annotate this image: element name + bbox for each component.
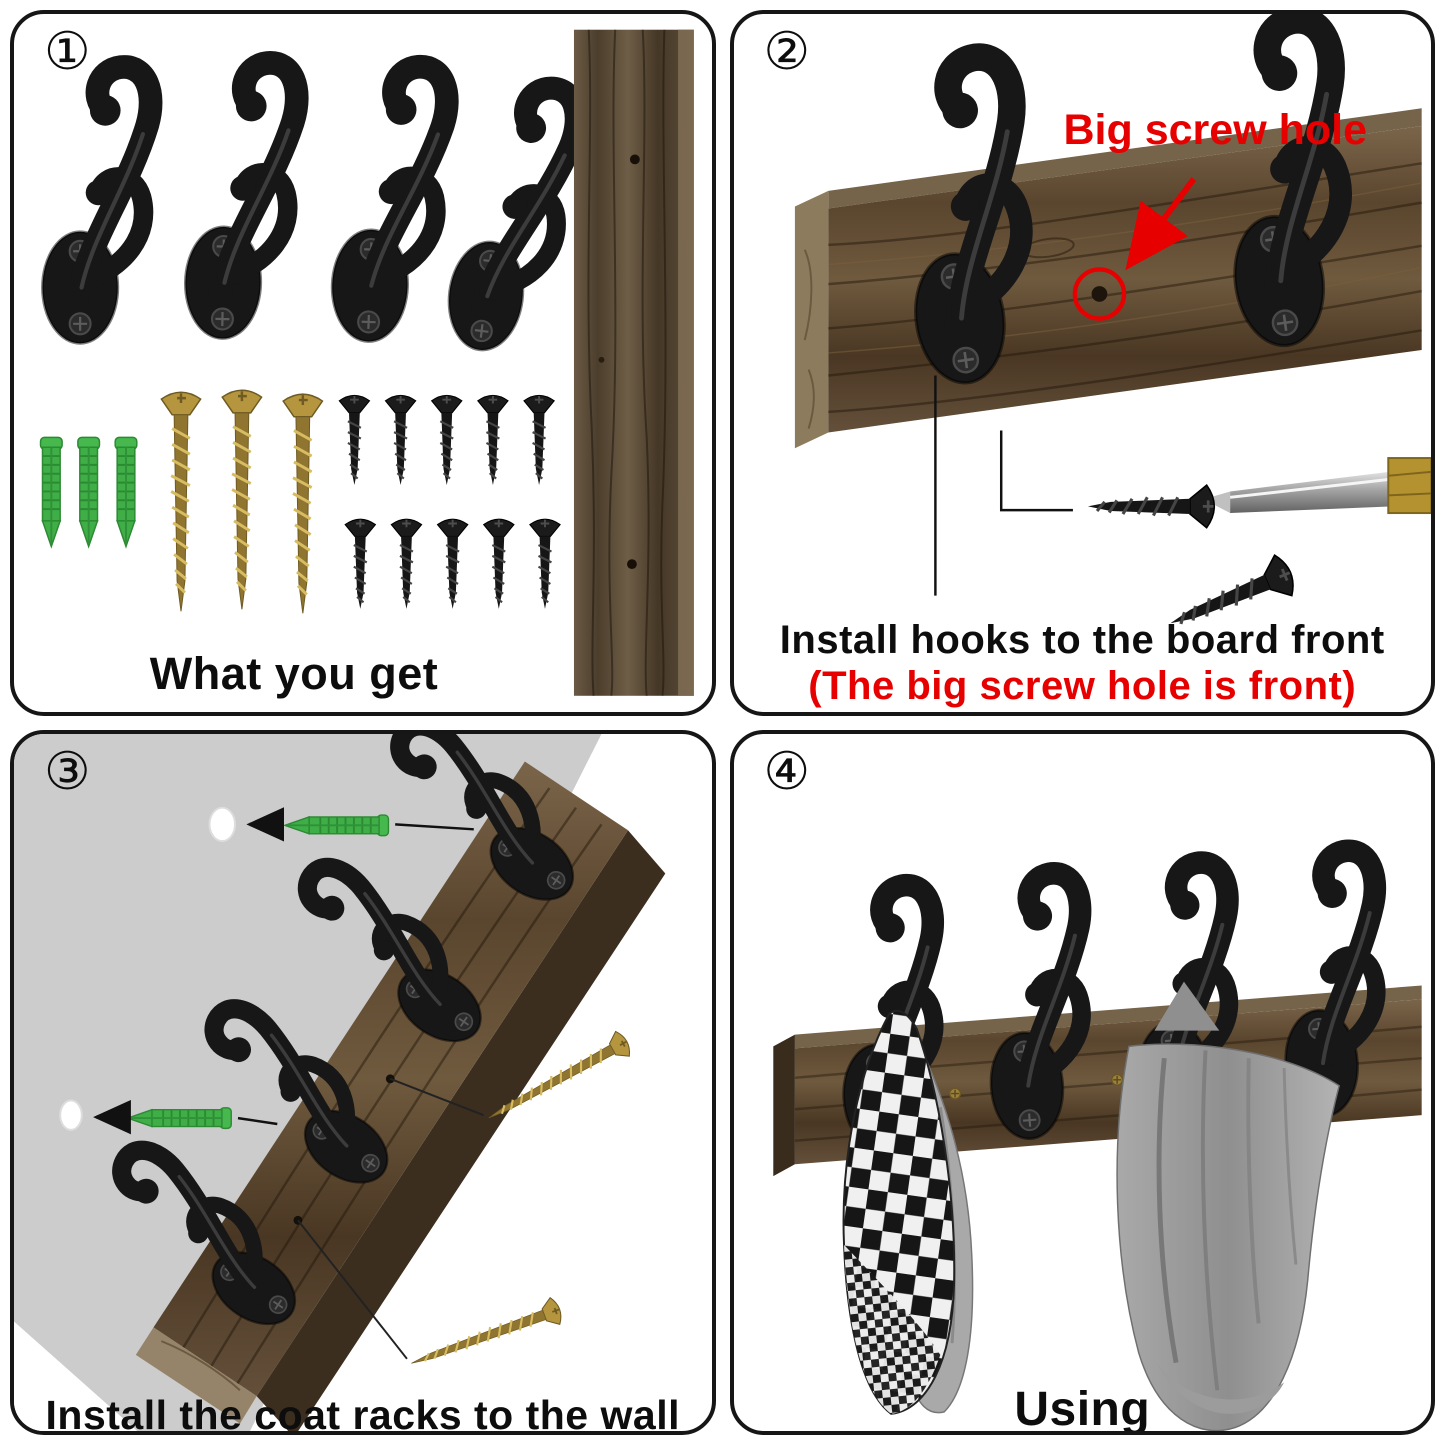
panel-2-install-hooks: ② Big screw hole Install hooks to the bo… xyxy=(729,10,1435,716)
leader-lines xyxy=(933,375,1073,596)
panel-2-illustration xyxy=(794,14,1431,646)
panel-3-illustration xyxy=(14,733,666,1431)
step-3-number: ③ xyxy=(44,742,91,801)
black-screw-icon xyxy=(390,518,423,610)
coat-hook-icon xyxy=(42,67,150,343)
gold-screw-icon xyxy=(159,390,203,613)
screwdriver-icon xyxy=(1203,457,1431,515)
gold-screw-icon xyxy=(281,392,324,615)
step-2-number: ② xyxy=(763,23,811,81)
big-screw-hole xyxy=(1091,286,1107,302)
panel-4-caption: Using xyxy=(1014,1382,1151,1435)
wood-board-sample xyxy=(573,29,694,696)
coat-hooks-group xyxy=(42,61,580,358)
panel-1-illustration xyxy=(14,29,694,696)
black-screws-bottom-row xyxy=(344,518,562,610)
panel-2-caption-line1: Install hooks to the board front xyxy=(779,618,1385,662)
gold-screws-group xyxy=(159,388,324,615)
black-screw-icon xyxy=(522,394,556,487)
checkered-cloth xyxy=(842,1009,973,1415)
wood-knot xyxy=(598,356,605,363)
black-screw-icon xyxy=(338,394,371,487)
black-screw-icon xyxy=(476,394,510,487)
step-4-number: ④ xyxy=(763,742,811,801)
gray-garment xyxy=(1115,981,1340,1431)
wall-anchor-icon xyxy=(76,436,101,548)
panel-3-install-to-wall: ③ Install the coat racks to the wall xyxy=(10,729,716,1435)
black-screw-icon xyxy=(344,518,377,610)
black-screw-icon xyxy=(436,518,469,610)
panel-4-illustration xyxy=(772,734,1422,1431)
black-screws-top-row xyxy=(338,394,556,487)
board-screw-hole xyxy=(627,559,637,570)
wall-anchor-icon xyxy=(39,436,64,548)
wall-anchors-group xyxy=(39,436,138,548)
coat-hook-icon xyxy=(184,61,297,339)
panel-1-caption: What you get xyxy=(149,648,439,699)
panel-3-caption: Install the coat racks to the wall xyxy=(45,1391,680,1435)
black-screw-icon xyxy=(528,518,562,610)
black-screw-icon xyxy=(430,394,463,487)
step-1-number: ① xyxy=(44,23,91,81)
panel-4-using: ④ Using xyxy=(729,729,1435,1435)
panel-2-caption-line2: (The big screw hole is front) xyxy=(808,664,1357,708)
wall-anchor-icon xyxy=(114,436,138,548)
gold-screw-icon xyxy=(405,1294,566,1378)
arrows-and-leaders xyxy=(93,806,484,1359)
wall-hole xyxy=(59,1098,83,1131)
black-screw-icon xyxy=(384,394,417,487)
coat-hook-icon xyxy=(330,64,448,344)
panel-1-what-you-get: ① What you get xyxy=(10,10,716,716)
screw-hole-highlight xyxy=(1072,267,1126,321)
coat-hook-icon xyxy=(443,79,580,358)
gold-screw-icon xyxy=(220,388,264,611)
big-screw-hole-label: Big screw hole xyxy=(1063,106,1367,154)
wall-hole xyxy=(208,806,237,842)
red-arrow-icon xyxy=(1124,177,1196,271)
black-screw-icon xyxy=(482,518,516,610)
board-screw-hole xyxy=(629,154,640,165)
black-screw-icon xyxy=(1085,483,1216,530)
